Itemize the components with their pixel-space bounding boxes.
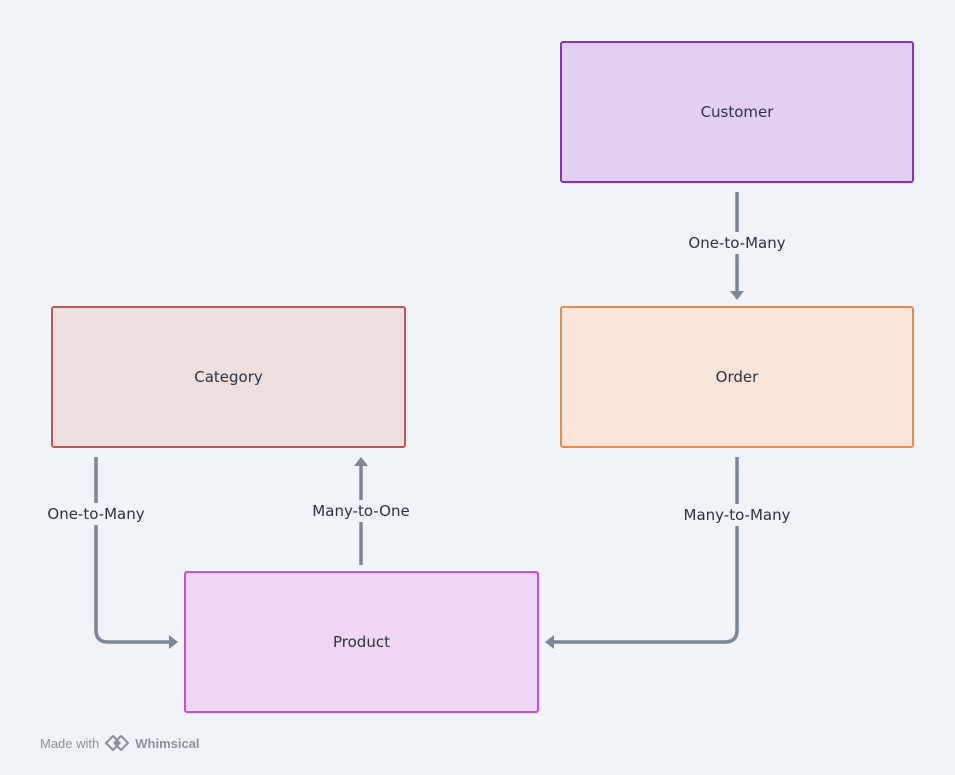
edge-category-product [94, 457, 170, 644]
watermark-brand: Whimsical [135, 735, 200, 751]
whimsical-watermark[interactable]: Made with Whimsical [40, 734, 200, 752]
edge-label-customer-order: One-to-Many [684, 232, 790, 254]
edge-label-order-product: Many-to-Many [679, 504, 795, 526]
arrowhead-product-right [545, 635, 554, 649]
arrowhead-product-left [169, 635, 178, 649]
customer-node[interactable]: Customer [560, 41, 914, 183]
customer-node-label: Customer [700, 103, 774, 121]
arrowhead-category [354, 457, 368, 466]
whimsical-logo-icon [105, 735, 130, 751]
order-node-label: Order [715, 368, 759, 386]
category-node[interactable]: Category [51, 306, 406, 448]
edge-order-product [553, 457, 739, 644]
edge-label-product-category: Many-to-One [308, 500, 414, 522]
category-node-label: Category [194, 368, 263, 386]
watermark-prefix: Made with [40, 735, 100, 751]
product-node-label: Product [333, 633, 390, 651]
arrowhead-order [730, 291, 744, 300]
edge-label-category-product: One-to-Many [43, 503, 149, 525]
product-node[interactable]: Product [184, 571, 539, 713]
order-node[interactable]: Order [560, 306, 914, 448]
